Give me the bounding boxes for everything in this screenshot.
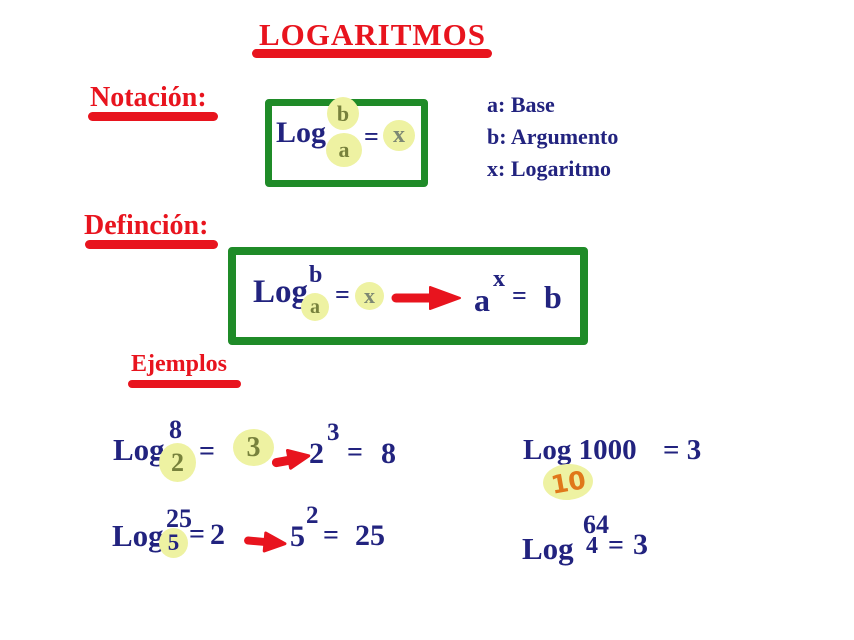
equals-result: = 3 (663, 434, 702, 466)
title-underline (252, 49, 492, 58)
equals-sign: = (364, 122, 379, 151)
definition-heading: Definción: (84, 210, 209, 241)
subscript-4: 4 (586, 533, 598, 559)
arrow-right-icon (244, 531, 287, 553)
log-function-label: Log (253, 274, 309, 310)
equals-sign: = (347, 437, 363, 468)
legend-line-x: x: Logaritmo (487, 156, 612, 181)
result-2: 2 (210, 518, 225, 551)
equals-sign: = (323, 520, 339, 551)
log-function-label: Log (113, 432, 165, 467)
examples-heading: Ejemplos (131, 351, 227, 377)
power-base-2: 2 (309, 437, 324, 470)
equals-sign: = (512, 281, 527, 310)
log-expression: Log 1000 (523, 434, 637, 466)
highlight-chip-3: 3 (233, 429, 274, 466)
highlight-chip-x: x (355, 282, 384, 310)
equals-sign: = (335, 280, 350, 309)
result-x: x (364, 283, 375, 308)
power-exponent-x: x (493, 266, 505, 292)
definition-underline (85, 240, 218, 249)
arrow-right-icon (391, 286, 461, 310)
notation-underline (88, 112, 218, 121)
superscript-8: 8 (169, 415, 182, 444)
log-function-label: Log (112, 518, 164, 553)
subscript-2: 2 (171, 447, 184, 477)
examples-underline (128, 380, 241, 388)
superscript-b: b (336, 100, 350, 126)
log-function-label: Log (522, 531, 574, 566)
page-title: LOGARITMOS (258, 17, 487, 52)
highlight-chip-b: b (327, 97, 359, 130)
superscript-64: 64 (583, 510, 609, 539)
equals-sign: = (199, 436, 215, 467)
equals-sign: = (608, 530, 624, 561)
highlight-chip-a: a (301, 293, 329, 321)
definition-box: Log b a = x a x = b (228, 247, 588, 345)
highlight-chip-2: 2 (159, 443, 196, 482)
notation-box: Log b a = x (265, 97, 428, 187)
superscript-b: b (309, 262, 323, 288)
highlight-chip-a: a (326, 133, 362, 167)
base-note-10: 10 (548, 464, 588, 500)
log-function-label: Log (276, 116, 327, 149)
power-exponent-2: 2 (306, 502, 319, 529)
highlight-chip-x: x (383, 120, 415, 151)
highlight-blob-10: 10 (541, 462, 595, 502)
power-base-5: 5 (290, 520, 305, 553)
result-3: 3 (246, 431, 261, 463)
arrow-right-icon (271, 448, 311, 470)
legend-line-a: a: Base (487, 92, 555, 117)
power-base-a: a (474, 282, 490, 318)
result-3: 3 (633, 528, 648, 561)
result-8: 8 (381, 437, 396, 470)
result-25: 25 (355, 519, 385, 552)
subscript-a: a (310, 295, 320, 318)
subscript-5: 5 (167, 530, 180, 555)
power-exponent-3: 3 (327, 419, 340, 446)
result-x: x (393, 122, 405, 148)
legend-line-b: b: Argumento (487, 124, 619, 149)
subscript-a: a (338, 137, 350, 162)
equals-sign: = (189, 519, 205, 550)
highlight-chip-5: 5 (159, 528, 188, 558)
notation-heading: Notación: (90, 82, 207, 113)
result-b: b (544, 279, 562, 315)
